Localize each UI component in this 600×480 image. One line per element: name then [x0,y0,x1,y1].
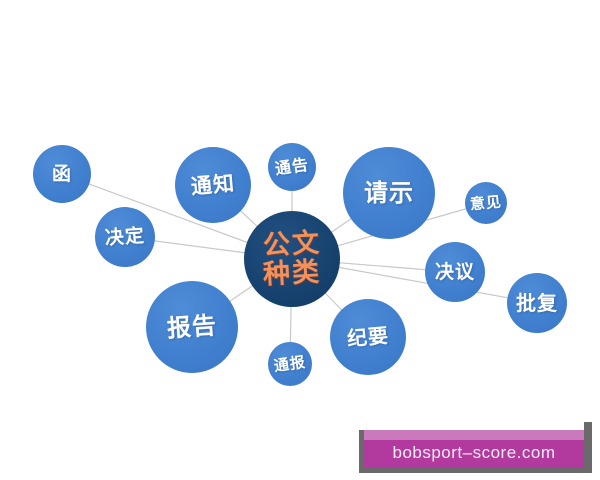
node-reply-label: 批复 [516,291,558,315]
node-letter: 函 [33,145,91,203]
node-decision-label: 决定 [104,224,146,249]
node-minutes: 纪要 [330,299,406,375]
node-resolution: 决议 [425,242,485,302]
node-letter-label: 函 [51,162,72,185]
node-bulletin-label: 通报 [272,352,308,375]
node-request-label: 请示 [364,179,414,207]
node-announcement-label: 通告 [273,154,311,179]
watermark-top-strip [364,430,584,440]
node-notice-label: 通知 [189,170,236,199]
node-minutes-label: 纪要 [346,323,390,351]
watermark-text: bobsport–score.com [392,442,556,462]
node-opinion: 意见 [465,182,507,224]
watermark-border-bottom [359,466,592,473]
node-report: 报告 [146,281,238,373]
center-node-label-line1: 公文 [262,227,322,262]
node-report-label: 报告 [166,311,218,343]
node-bulletin: 通报 [268,342,312,386]
center-node: 公文 种类 [244,211,340,307]
node-request: 请示 [343,147,435,239]
node-notice: 通知 [175,147,251,223]
center-node-label-line2: 种类 [262,256,322,291]
node-reply: 批复 [507,273,567,333]
node-decision: 决定 [95,207,155,267]
watermark-border-right [584,422,592,473]
watermark-banner: bobsport–score.com [364,430,584,467]
node-resolution-label: 决议 [434,260,475,283]
node-opinion-label: 意见 [469,192,503,213]
node-announcement: 通告 [268,143,316,191]
watermark-border-left [359,430,365,466]
